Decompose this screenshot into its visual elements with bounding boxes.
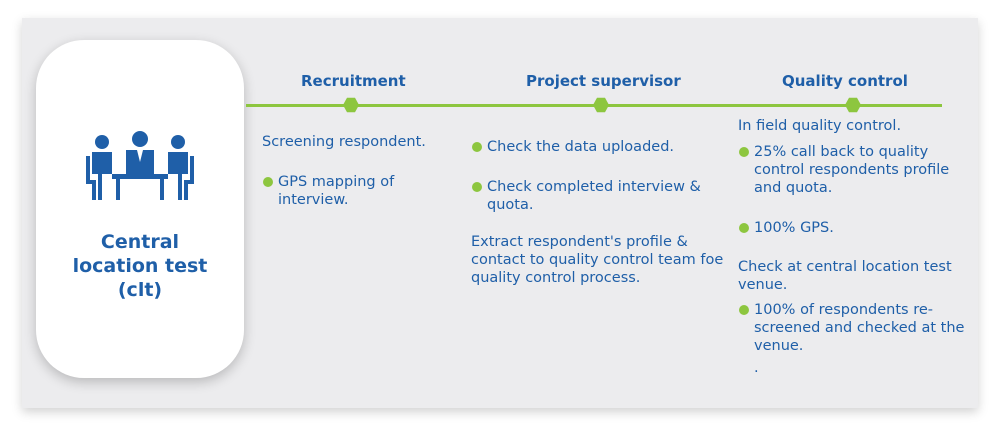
supervisor-bullet-1: Check the data uploaded. [471, 138, 737, 156]
quality-bullet-3: 100% of respondents re-screened and chec… [738, 301, 978, 355]
supervisor-bullet-2-text: Check completed interview & quota. [487, 179, 701, 213]
timeline-node-supervisor [593, 97, 609, 113]
recruitment-bullet-1: GPS mapping of interview. [262, 173, 468, 209]
heading-supervisor: Project supervisor [526, 72, 681, 90]
bullet-dot-icon [263, 177, 273, 187]
recruitment-intro: Screening respondent. [262, 134, 426, 150]
bullet-dot-icon [472, 142, 482, 152]
quality-note: Check at central location test venue. [738, 259, 952, 293]
timeline-node-recruitment [343, 97, 359, 113]
supervisor-bullet-1-text: Check the data uploaded. [487, 139, 675, 155]
supervisor-note: Extract respondent's profile & contact t… [471, 234, 724, 286]
bullet-dot-icon [739, 223, 749, 233]
quality-intro: In field quality control. [738, 118, 902, 134]
quality-bullet-2: 100% GPS. [738, 219, 978, 237]
recruitment-bullet-1-text: GPS mapping of interview. [278, 174, 395, 208]
quality-bullet-1: 25% call back to quality control respond… [738, 143, 978, 197]
bullet-dot-icon [739, 147, 749, 157]
timeline-node-quality [845, 97, 861, 113]
supervisor-bullet-2: Check completed interview & quota. [471, 178, 737, 214]
quality-bullet-2-text: 100% GPS. [754, 220, 834, 236]
quality-bullet-3-text: 100% of respondents re-screened and chec… [754, 302, 965, 354]
clt-badge: Central location test (clt) [36, 40, 244, 378]
bullet-dot-icon [472, 182, 482, 192]
heading-recruitment: Recruitment [301, 72, 406, 90]
meeting-people-icon [86, 131, 194, 200]
bullet-dot-icon [739, 305, 749, 315]
badge-title: Central location test (clt) [72, 231, 208, 301]
quality-trailing: . [754, 360, 759, 376]
quality-bullet-1-text: 25% call back to quality control respond… [754, 144, 950, 196]
heading-quality: Quality control [782, 72, 908, 90]
